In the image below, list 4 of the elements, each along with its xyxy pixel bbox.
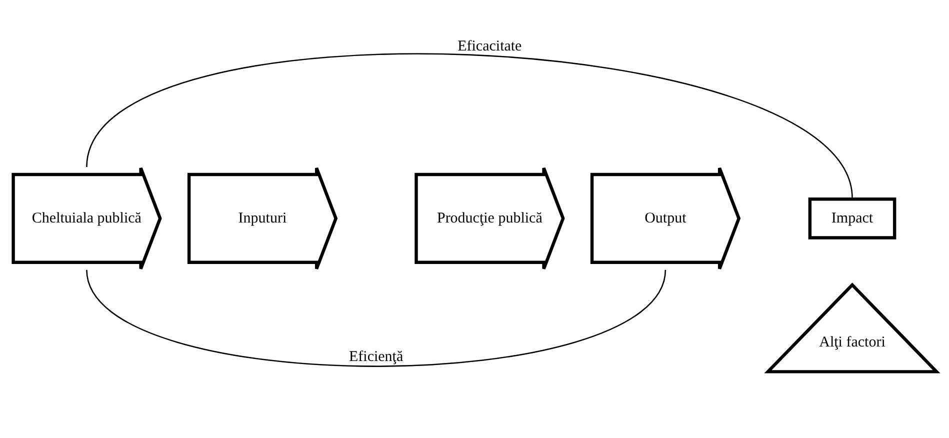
edge-label: Eficacitate <box>457 38 522 54</box>
connector <box>86 269 666 366</box>
node-box: Impact <box>808 197 896 239</box>
edge-label: Eficienţă <box>348 348 403 365</box>
